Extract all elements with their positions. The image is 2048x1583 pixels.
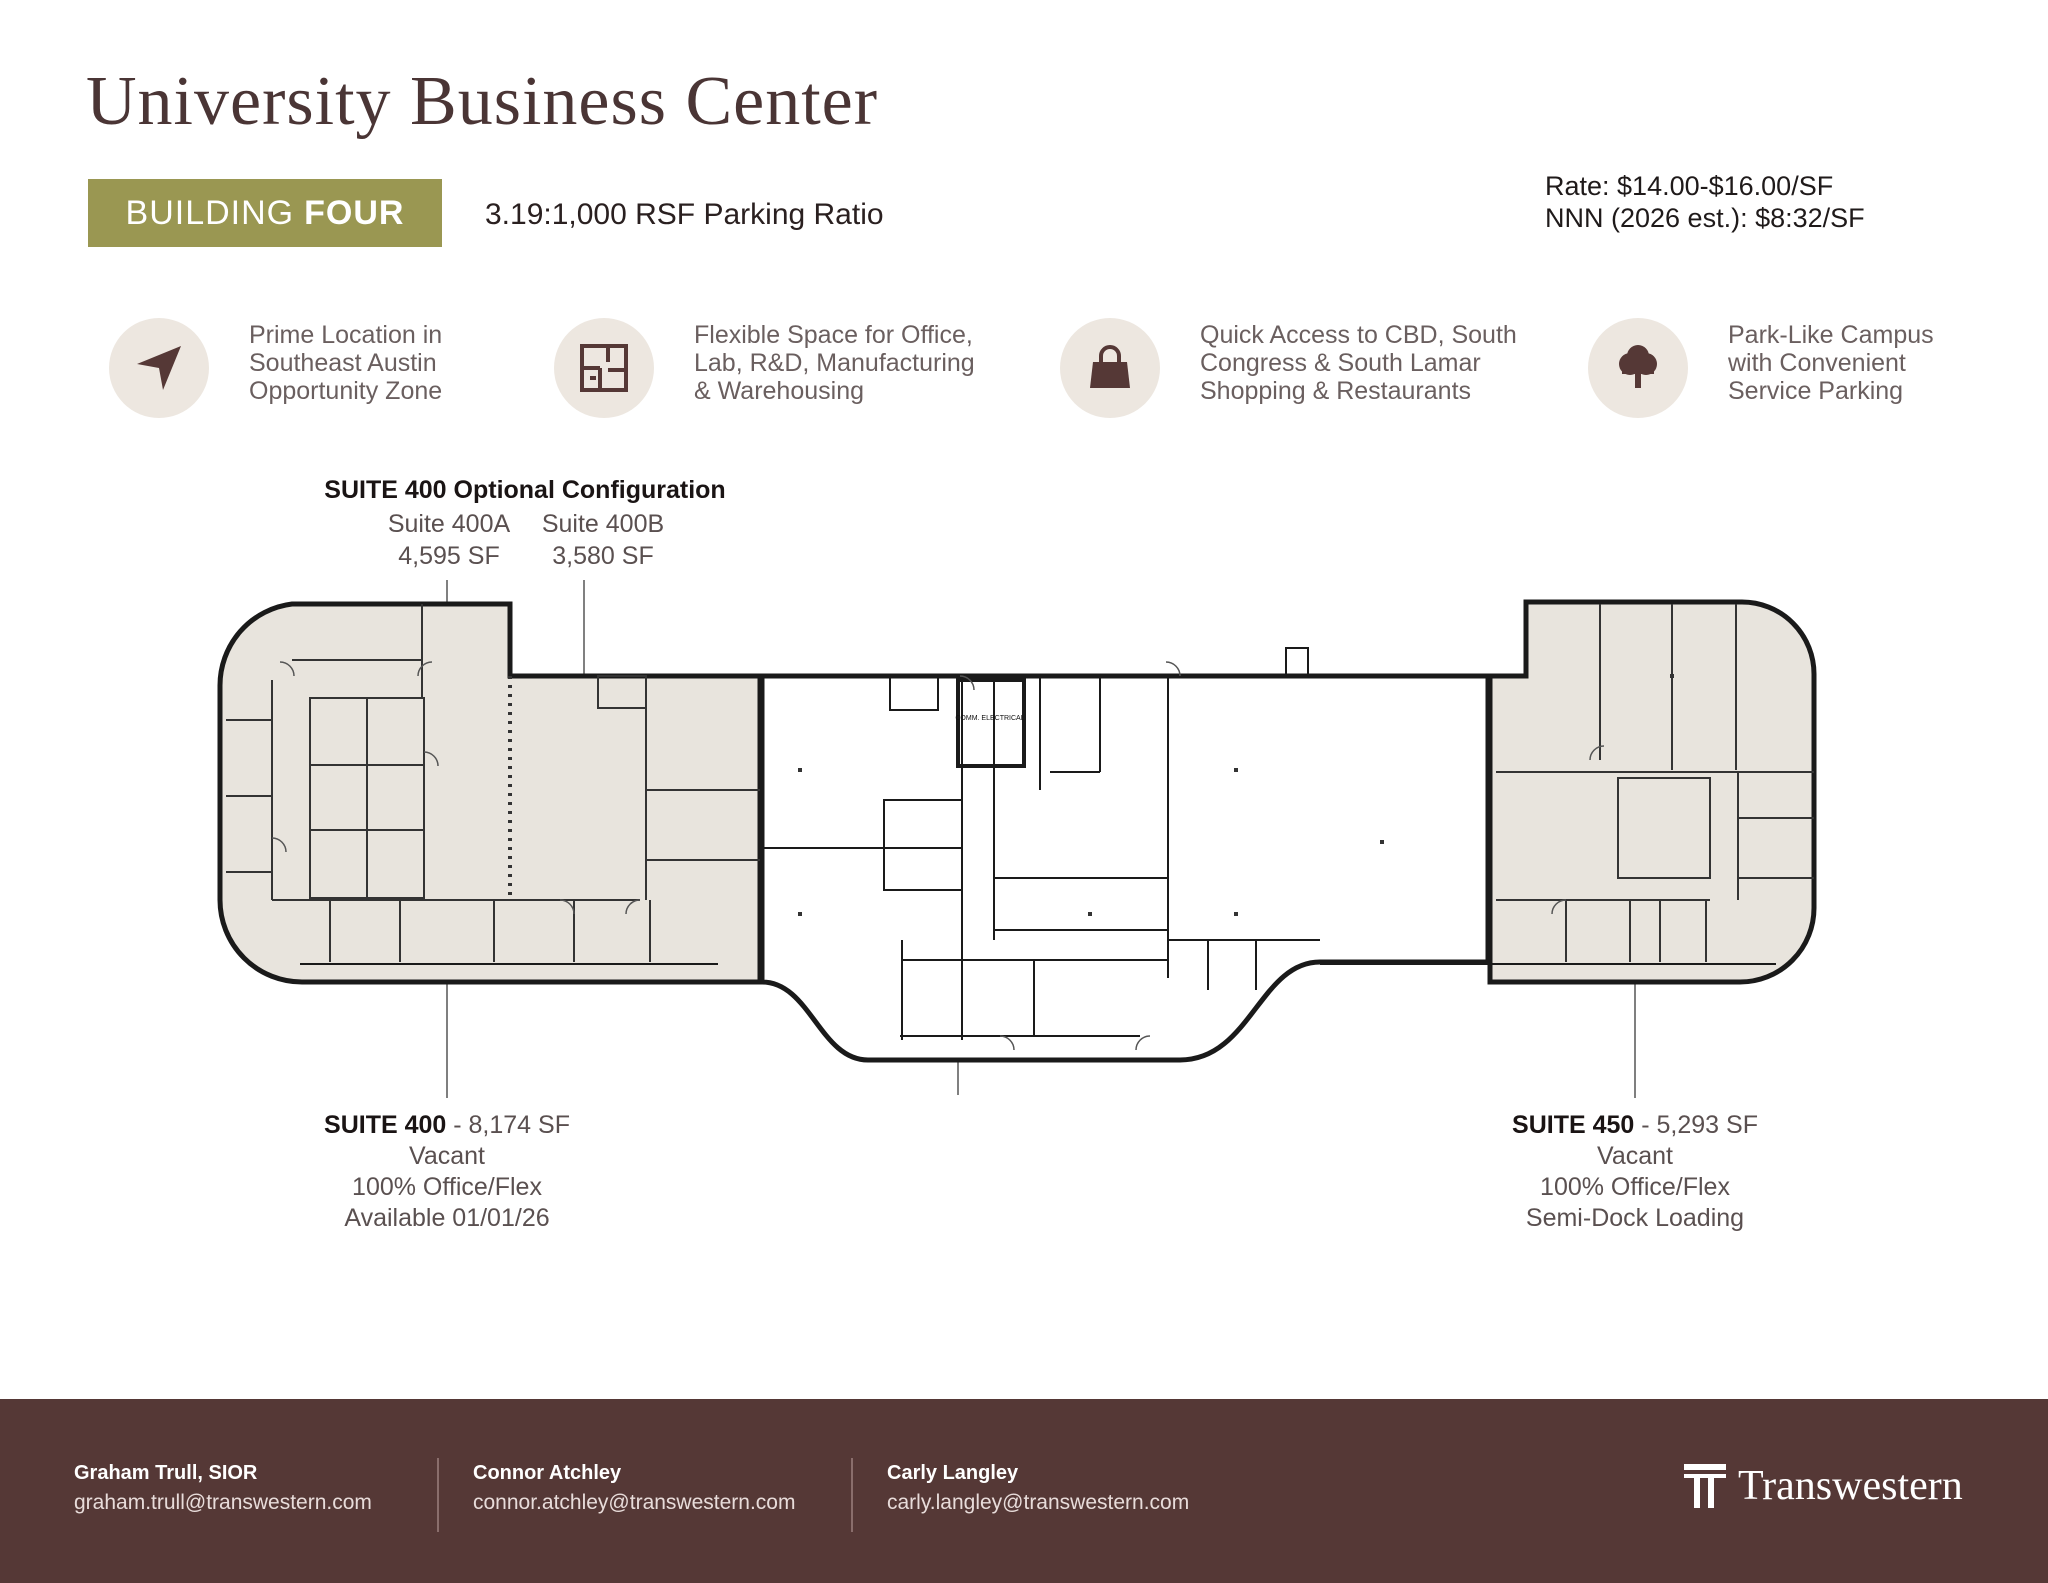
suite-400b-label: Suite 400B 3,580 SF — [528, 508, 678, 572]
feature-line: with Convenient — [1728, 349, 1906, 377]
suite-450-walls — [1496, 604, 1814, 962]
feature-line: Flexible Space for Office, — [694, 321, 973, 349]
floor-plan-icon — [554, 318, 654, 418]
parking-ratio: 3.19:1,000 RSF Parking Ratio — [485, 198, 884, 231]
door-swings — [271, 661, 1605, 1051]
contact-divider — [851, 1458, 853, 1532]
feature-location: Prime Location in Southeast Austin Oppor… — [109, 318, 442, 418]
suite-450-sf: - 5,293 SF — [1634, 1111, 1758, 1139]
room-label: COMM. ELECTRICAL — [955, 715, 1024, 722]
feature-line: Quick Access to CBD, South — [1200, 321, 1517, 349]
transwestern-logo-icon — [1684, 1464, 1726, 1508]
suite-450-status: Vacant — [1597, 1142, 1673, 1170]
contact-carly-langley: Carly Langley carly.langley@transwestern… — [887, 1462, 1189, 1515]
suite-450-use: 100% Office/Flex — [1540, 1173, 1730, 1201]
building-badge: BUILDING FOUR — [88, 179, 442, 247]
building-prefix: BUILDING — [125, 193, 295, 232]
footer — [0, 1399, 2048, 1583]
feature-flexible-space: Flexible Space for Office, Lab, R&D, Man… — [554, 318, 975, 418]
suite-400b-name: Suite 400B — [541, 510, 665, 538]
column-markers — [798, 674, 1674, 916]
shopping-bag-icon — [1060, 318, 1160, 418]
suite-400-use: 100% Office/Flex — [352, 1173, 542, 1201]
contact-name: Graham Trull, SIOR — [74, 1462, 258, 1484]
feature-line: Shopping & Restaurants — [1200, 377, 1472, 405]
suite-400-status: Vacant — [409, 1142, 485, 1170]
brand-logo: Transwestern — [1684, 1462, 1963, 1510]
corridors — [300, 963, 1776, 1037]
suite-400b-sf: 3,580 SF — [552, 542, 654, 570]
building-name: FOUR — [304, 193, 405, 232]
suite-450-area — [1487, 599, 1817, 985]
suite-400-sf: - 8,174 SF — [446, 1111, 570, 1139]
contact-email[interactable]: connor.atchley@transwestern.com — [473, 1491, 796, 1514]
suite-450-loading: Semi-Dock Loading — [1525, 1204, 1745, 1232]
feature-line: Congress & South Lamar — [1200, 349, 1481, 377]
contact-name: Connor Atchley — [473, 1462, 622, 1484]
suite-400-label: SUITE 400 - 8,174 SF Vacant 100% Office/… — [272, 1110, 622, 1234]
nnn-text: NNN (2026 est.): $8:32/SF — [1545, 203, 1865, 233]
feature-line: Park-Like Campus — [1728, 321, 1934, 349]
feature-line: Opportunity Zone — [249, 377, 443, 405]
feature-line: Lab, R&D, Manufacturing — [694, 349, 975, 377]
feature-line: Service Parking — [1728, 377, 1904, 405]
page-title: University Business Center — [86, 63, 879, 140]
suite-400-availability: Available 01/01/26 — [344, 1204, 550, 1232]
tree-icon — [1588, 318, 1688, 418]
suite-400a-name: Suite 400A — [387, 510, 511, 538]
optional-config-title: SUITE 400 Optional Configuration — [324, 476, 726, 504]
suite-450-label: SUITE 450 - 5,293 SF Vacant 100% Office/… — [1460, 1110, 1810, 1234]
roof-vent — [1285, 647, 1309, 677]
brand-name: Transwestern — [1738, 1463, 1963, 1509]
feature-campus: Park-Like Campus with Convenient Service… — [1588, 318, 1934, 418]
suite-400a-sf: 4,595 SF — [398, 542, 500, 570]
contact-email[interactable]: carly.langley@transwestern.com — [887, 1491, 1190, 1514]
contact-divider — [437, 1458, 439, 1532]
suite-400a-label: Suite 400A 4,595 SF — [374, 508, 524, 572]
feature-line: Prime Location in — [249, 321, 443, 349]
contact-graham-trull: Graham Trull, SIOR graham.trull@transwes… — [74, 1462, 372, 1515]
contact-email[interactable]: graham.trull@transwestern.com — [74, 1491, 372, 1514]
suite-450-name: SUITE 450 — [1512, 1111, 1635, 1139]
feature-line: & Warehousing — [694, 377, 864, 405]
rates-block: Rate: $14.00-$16.00/SF NNN (2026 est.): … — [1545, 170, 1865, 234]
center-walls — [762, 675, 1320, 1040]
contact-name: Carly Langley — [887, 1462, 1019, 1484]
feature-line: Southeast Austin — [249, 349, 437, 377]
center-area — [759, 673, 1491, 1063]
rate-text: Rate: $14.00-$16.00/SF — [1545, 171, 1834, 201]
suite-400-name: SUITE 400 — [324, 1111, 447, 1139]
feature-quick-access: Quick Access to CBD, South Congress & So… — [1060, 318, 1517, 418]
contact-connor-atchley: Connor Atchley connor.atchley@transweste… — [473, 1462, 795, 1515]
navigation-arrow-icon — [109, 318, 209, 418]
